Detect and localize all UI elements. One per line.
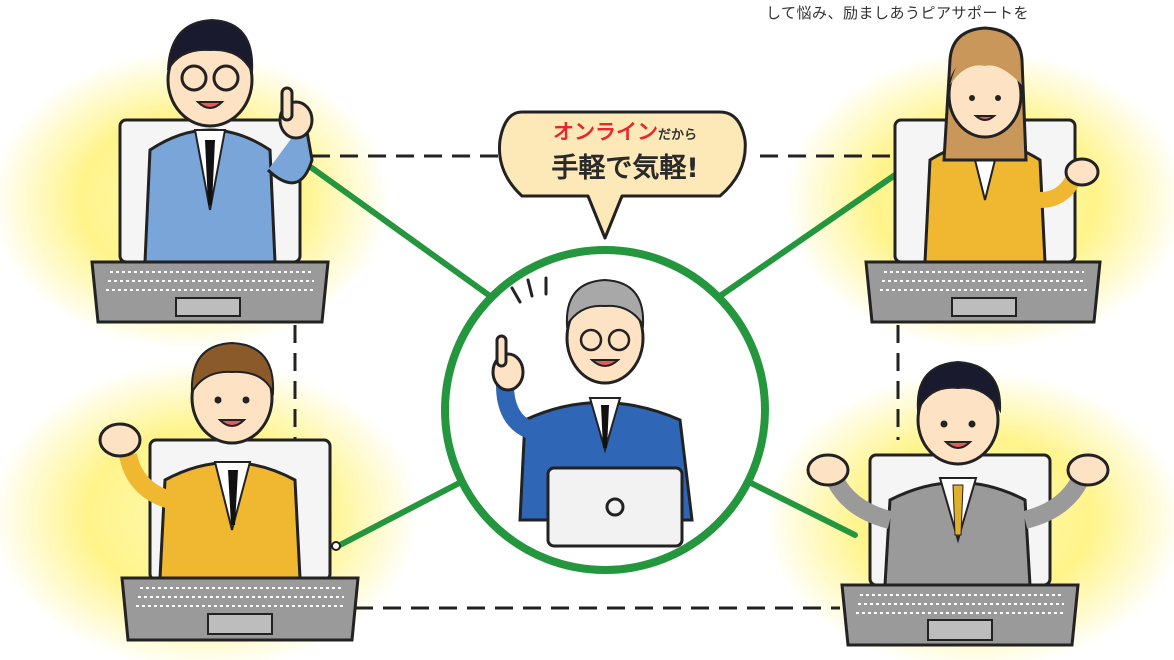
dashed-connectors — [293, 154, 900, 610]
center-laptop — [546, 466, 684, 548]
top-caption-text: して悩み、励ましあうピアサポートを — [766, 4, 1030, 22]
bubble-line-1: オンラインだから — [500, 116, 750, 146]
bubble-highlight-text: オンライン — [552, 120, 658, 144]
bubble-headline: 手軽で気軽! — [551, 153, 699, 184]
person-top-left-blue-suit — [143, 18, 314, 264]
person-top-right-yellow-suit — [923, 26, 1100, 264]
person-bottom-right-gray-suit — [806, 360, 1110, 587]
center-facilitator — [441, 246, 769, 574]
bubble-suffix-text: だから — [657, 128, 697, 143]
speech-bubble — [497, 110, 747, 240]
green-connection-lines — [309, 165, 898, 548]
person-bottom-left-yellow-suit — [98, 341, 302, 580]
